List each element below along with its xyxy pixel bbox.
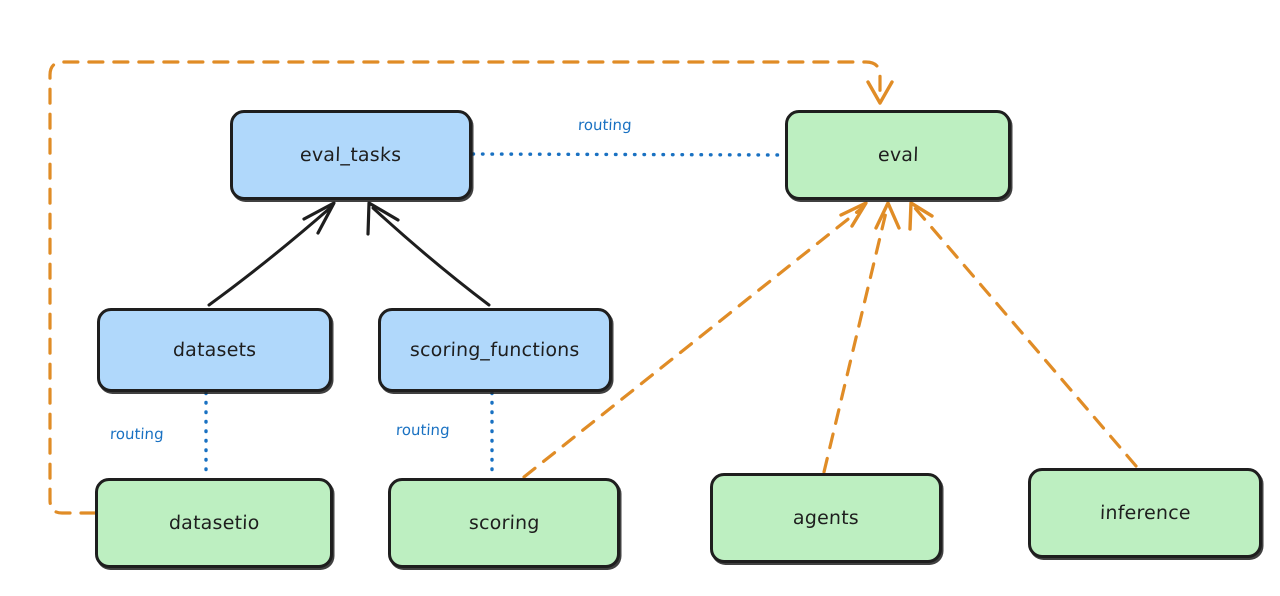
node-label-datasets: datasets <box>172 339 257 361</box>
node-agents[interactable]: agents <box>710 473 942 563</box>
node-label-eval: eval <box>877 144 919 166</box>
node-eval[interactable]: eval <box>785 110 1011 200</box>
node-datasets[interactable]: datasets <box>97 308 332 392</box>
node-label-eval-tasks: eval_tasks <box>299 144 403 166</box>
node-scoring-functions[interactable]: scoring_functions <box>378 308 612 392</box>
node-label-scoring-functions: scoring_functions <box>409 339 581 361</box>
edge-datasets-eval_tasks <box>207 201 336 307</box>
edge-label-routing-datasets: routing <box>109 425 165 443</box>
edge-agents-eval <box>822 201 901 474</box>
node-label-agents: agents <box>792 507 860 529</box>
node-scoring[interactable]: scoring <box>388 478 620 568</box>
edge-label-routing-eval-tasks: routing <box>577 116 633 134</box>
node-datasetio[interactable]: datasetio <box>95 478 333 568</box>
edge-inference-eval <box>908 201 1138 468</box>
node-label-datasetio: datasetio <box>168 512 260 534</box>
node-inference[interactable]: inference <box>1028 468 1262 558</box>
node-label-scoring: scoring <box>468 512 540 534</box>
edge-eval_tasks-eval <box>471 152 786 157</box>
node-label-inference: inference <box>1099 502 1191 524</box>
node-eval-tasks[interactable]: eval_tasks <box>230 110 472 200</box>
edge-scoring_functions-eval_tasks <box>366 201 491 307</box>
edge-label-routing-scoring-functions: routing <box>395 421 451 439</box>
